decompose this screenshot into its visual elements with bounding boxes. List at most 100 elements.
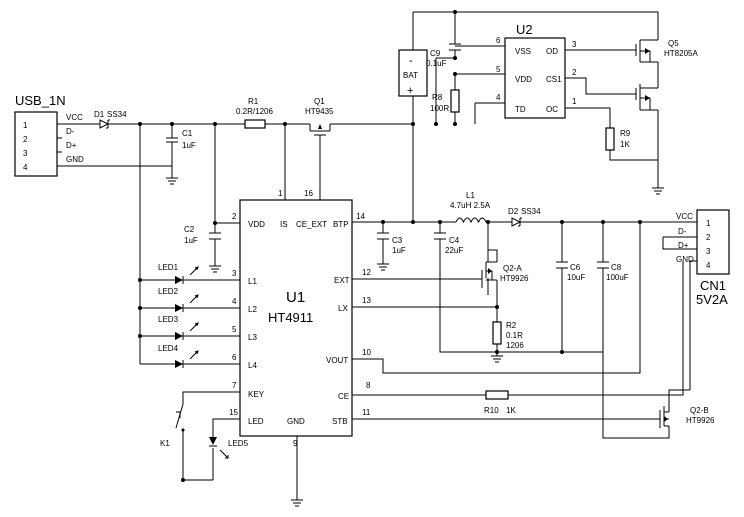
- capacitor-c4: C4 22uF: [434, 232, 463, 255]
- c8-value: 100uF: [606, 273, 629, 282]
- u1-pin-number: 4: [232, 297, 237, 306]
- r8-value: 100R: [430, 104, 449, 113]
- usb-pin: 2: [23, 135, 28, 144]
- d2-name: D2: [508, 207, 519, 216]
- q2a-value: HT9926: [500, 274, 529, 283]
- u1-pin-number: 13: [362, 296, 371, 305]
- ground-icon: [652, 187, 664, 195]
- u1-pin-number: 6: [232, 353, 237, 362]
- u1-pin-number: 5: [232, 325, 237, 334]
- led3-name: LED3: [158, 315, 179, 324]
- r8-name: R8: [432, 93, 443, 102]
- mosfet-q2a: Q2-A HT9926: [481, 261, 529, 288]
- diode-d1: D1 SS34: [94, 110, 127, 129]
- c4-name: C4: [449, 236, 460, 245]
- ground-icon: [166, 177, 178, 185]
- r9-value: 1K: [620, 140, 630, 149]
- capacitor-c6: C6 10uF: [556, 261, 585, 282]
- q5-value: HT8205A: [664, 49, 698, 58]
- r1-value: 0.2R/1206: [236, 107, 273, 116]
- ic-u2: U2 6 VSS 5 VDD 4 TD 3 OD 2 CS1 1 OC: [496, 22, 577, 119]
- u1-pin-label: CE: [338, 392, 349, 401]
- ic-u1: U1 HT4911 2 VDD 1 IS 16 CE_EXT 14 BTP 3 …: [229, 189, 371, 448]
- usb-pin: 1: [23, 121, 28, 130]
- r2-name: R2: [506, 321, 517, 330]
- ground-symbols: [166, 177, 664, 507]
- d2-value: SS34: [521, 207, 541, 216]
- cn1-signal: D-: [678, 227, 687, 236]
- r1-name: R1: [248, 97, 259, 106]
- u2-name: U2: [516, 22, 533, 37]
- r10-name: R10: [484, 406, 499, 415]
- u2-pin-number: 1: [572, 97, 577, 106]
- c2-value: 1uF: [184, 236, 198, 245]
- resistor-r2: R2 0.1R 1206: [492, 321, 524, 350]
- r2-value: 0.1R: [506, 331, 523, 340]
- cn1-rating: 5V2A: [696, 292, 728, 307]
- u1-pin-label: L3: [248, 333, 257, 342]
- u1-pin-label: L2: [248, 305, 257, 314]
- led2-name: LED2: [158, 287, 179, 296]
- u1-pin-number: 9: [293, 439, 298, 448]
- led5-name: LED5: [228, 439, 249, 448]
- c6-name: C6: [570, 263, 581, 272]
- ground-icon: [209, 265, 221, 273]
- mosfet-q5: Q5 HT8205A: [635, 39, 698, 111]
- resistor-r1: R1 0.2R/1206: [236, 97, 273, 129]
- u2-pin-number: 3: [572, 40, 577, 49]
- l1-value: 4.7uH 2.5A: [450, 201, 491, 210]
- c3-name: C3: [392, 236, 403, 245]
- u2-pin-number: 5: [496, 65, 501, 74]
- usb-signal: GND: [66, 155, 84, 164]
- r10-value: 1K: [506, 406, 516, 415]
- u1-pin-label: EXT: [334, 276, 350, 285]
- led-d-led1: LED1: [158, 263, 199, 284]
- u2-pin-label: VDD: [515, 75, 532, 84]
- u1-pin-label: LED: [248, 417, 264, 426]
- u1-pin-label: L4: [248, 361, 257, 370]
- ground-icon: [291, 499, 303, 507]
- diode-d2: D2 SS34: [505, 207, 541, 227]
- u1-pin-number: 7: [232, 381, 237, 390]
- cn1-signal: GND: [676, 255, 694, 264]
- c1-value: 1uF: [182, 141, 196, 150]
- u2-pin-number: 6: [496, 36, 501, 45]
- u1-pin-number: 8: [366, 381, 371, 390]
- led-d-led3: LED3: [158, 315, 199, 340]
- inductor-l1: L1 4.7uH 2.5A: [450, 191, 491, 224]
- usb-pin: 4: [23, 163, 28, 172]
- u1-pin-number: 11: [362, 408, 371, 417]
- mosfet-q1: Q1 HT9435: [305, 97, 334, 140]
- capacitor-c2: C2 1uF: [184, 225, 221, 245]
- q1-value: HT9435: [305, 107, 334, 116]
- usb-signal: D+: [66, 141, 77, 150]
- u1-pin-number: 1: [278, 189, 283, 198]
- q2a-name: Q2-A: [503, 264, 522, 273]
- led-d-led2: LED2: [158, 287, 199, 312]
- c6-value: 10uF: [567, 273, 585, 282]
- usb-name: USB_1N: [15, 93, 66, 108]
- usb-pin: 3: [23, 149, 28, 158]
- battery-bat: - BAT +: [398, 49, 428, 97]
- c3-value: 1uF: [392, 246, 406, 255]
- r2-package: 1206: [506, 341, 524, 350]
- ground-icon: [491, 352, 503, 363]
- resistor-r10: R10 1K: [484, 390, 516, 415]
- cn1-pin: 1: [706, 219, 711, 228]
- bat-plus: +: [407, 85, 413, 97]
- u1-pin-number: 3: [232, 269, 237, 278]
- led1-name: LED1: [158, 263, 179, 272]
- q1-name: Q1: [314, 97, 325, 106]
- cn1-signal: VCC: [676, 212, 693, 221]
- capacitor-c1: C1 1uF: [166, 129, 196, 150]
- u1-pin-label: LX: [338, 304, 348, 313]
- led4-name: LED4: [158, 344, 179, 353]
- usb-signal: D-: [66, 127, 75, 136]
- bat-name: BAT: [403, 71, 418, 80]
- u2-pin-number: 4: [496, 93, 501, 102]
- capacitor-c8: C8 100uF: [597, 261, 629, 282]
- u1-pin-number: 14: [356, 212, 365, 221]
- c9-value: 0.1uF: [426, 59, 447, 68]
- u1-pin-number: 2: [232, 212, 237, 221]
